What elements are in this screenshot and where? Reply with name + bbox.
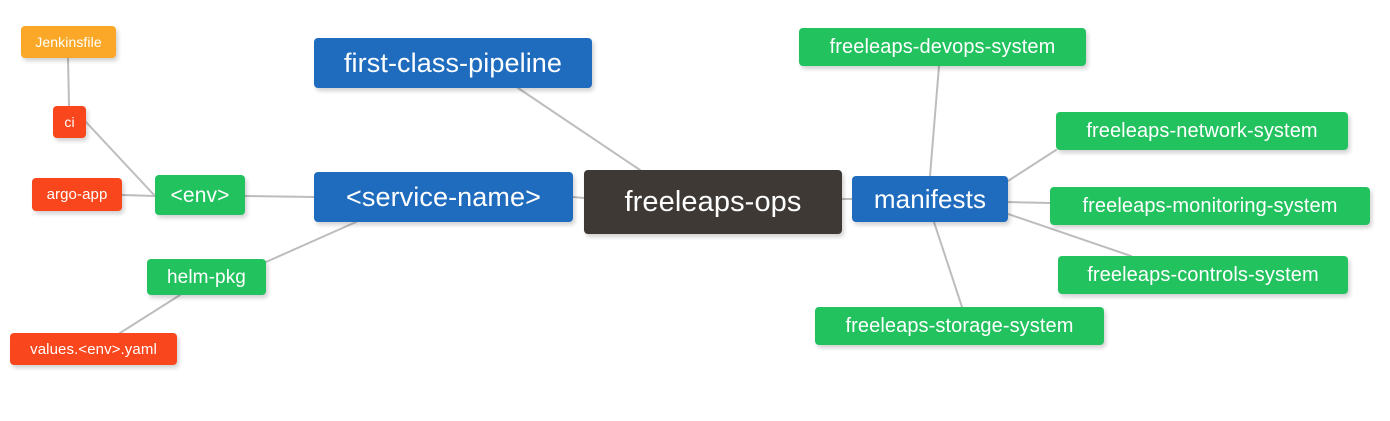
node-label-service-name: <service-name> xyxy=(346,181,541,212)
mindmap-node-freeleaps-monitoring-system[interactable]: freeleaps-monitoring-system xyxy=(1050,187,1370,225)
mindmap-node-freeleaps-network-system[interactable]: freeleaps-network-system xyxy=(1056,112,1348,150)
edge-helm-pkg-to-service-name xyxy=(265,221,357,263)
edge-first-class-pipeline-to-freeleaps-ops xyxy=(517,87,641,171)
node-label-freeleaps-controls-system: freeleaps-controls-system xyxy=(1087,264,1319,286)
mindmap-node-values-yaml[interactable]: values.<env>.yaml xyxy=(10,333,177,365)
edge-manifests-to-freeleaps-network-system xyxy=(1007,149,1057,182)
mindmap-node-jenkinsfile[interactable]: Jenkinsfile xyxy=(21,26,116,58)
mindmap-node-first-class-pipeline[interactable]: first-class-pipeline xyxy=(314,38,592,88)
edge-env-to-service-name xyxy=(244,195,315,198)
mindmap-node-service-name[interactable]: <service-name> xyxy=(314,172,573,222)
node-label-freeleaps-ops: freeleaps-ops xyxy=(624,185,802,218)
mindmap-node-argo-app[interactable]: argo-app xyxy=(32,178,122,211)
mindmap-node-freeleaps-controls-system[interactable]: freeleaps-controls-system xyxy=(1058,256,1348,294)
node-label-argo-app: argo-app xyxy=(46,186,108,203)
node-label-values-yaml: values.<env>.yaml xyxy=(30,340,157,358)
node-label-freeleaps-monitoring-system: freeleaps-monitoring-system xyxy=(1082,195,1338,217)
mindmap-node-ci[interactable]: ci xyxy=(53,106,86,138)
node-label-freeleaps-storage-system: freeleaps-storage-system xyxy=(845,315,1074,337)
edge-manifests-to-freeleaps-devops-system xyxy=(929,65,940,177)
mindmap-node-env[interactable]: <env> xyxy=(155,175,245,215)
node-label-jenkinsfile: Jenkinsfile xyxy=(35,34,102,50)
mindmap-node-manifests[interactable]: manifests xyxy=(852,176,1008,222)
node-label-env: <env> xyxy=(170,183,230,207)
node-label-ci: ci xyxy=(64,114,75,130)
edge-argo-app-to-env xyxy=(121,194,156,197)
edge-manifests-to-freeleaps-monitoring-system xyxy=(1007,201,1051,204)
edge-jenkinsfile-to-ci xyxy=(67,57,70,107)
mindmap-node-freeleaps-storage-system[interactable]: freeleaps-storage-system xyxy=(815,307,1104,345)
node-label-manifests: manifests xyxy=(873,184,987,214)
edge-service-name-to-freeleaps-ops xyxy=(572,196,585,199)
mindmap-node-helm-pkg[interactable]: helm-pkg xyxy=(147,259,266,295)
mindmap-node-freeleaps-ops[interactable]: freeleaps-ops xyxy=(584,170,842,234)
node-label-freeleaps-devops-system: freeleaps-devops-system xyxy=(829,36,1056,58)
node-label-helm-pkg: helm-pkg xyxy=(167,266,246,288)
mindmap-node-freeleaps-devops-system[interactable]: freeleaps-devops-system xyxy=(799,28,1086,66)
node-label-first-class-pipeline: first-class-pipeline xyxy=(343,47,563,78)
node-label-freeleaps-network-system: freeleaps-network-system xyxy=(1086,120,1318,142)
edge-manifests-to-freeleaps-storage-system xyxy=(933,221,963,308)
edge-values-yaml-to-helm-pkg xyxy=(119,294,181,334)
